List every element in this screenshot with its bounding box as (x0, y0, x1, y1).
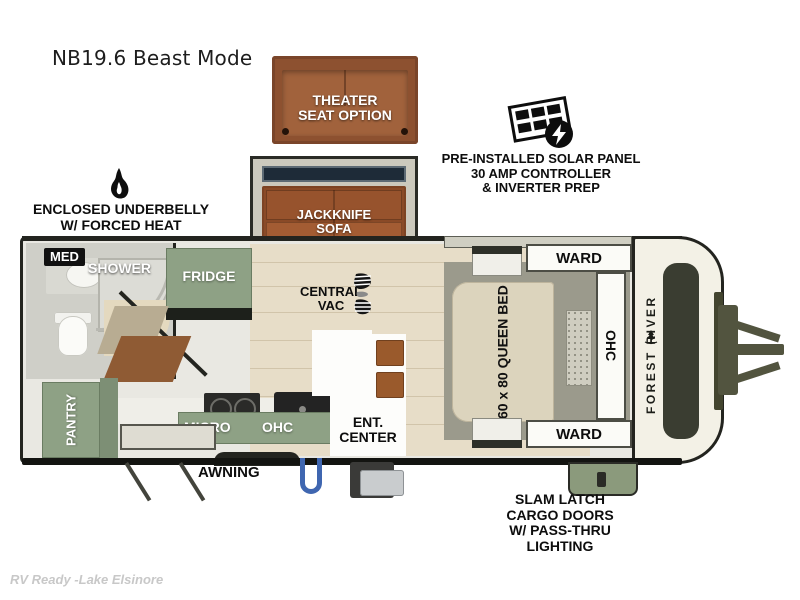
refrigerator (166, 248, 252, 310)
jackknife-sofa-label: JACKKNIFE SOFA (262, 207, 406, 237)
cargo-callout-text: SLAM LATCH CARGO DOORS W/ PASS-THRU LIGH… (470, 491, 650, 555)
cargo-door-latch-icon (597, 472, 606, 487)
awning-arm-left (124, 462, 152, 502)
underbelly-callout-text: ENCLOSED UNDERBELLY W/ FORCED HEAT (22, 201, 220, 233)
theater-label-line2: SEAT OPTION (298, 107, 392, 124)
ent-center-line2: CENTER (339, 428, 397, 445)
dinette-stool-lower (376, 372, 404, 398)
wardrobe-lower: WARD (526, 420, 632, 448)
slideout-window (262, 166, 406, 182)
underbelly-line1: ENCLOSED UNDERBELLY (32, 201, 210, 217)
forest-river-brand-label: FOREST RIVER (644, 295, 658, 415)
nightstand-lower-top (472, 440, 522, 448)
awning-label: AWNING (198, 464, 260, 481)
solar-callout-text: PRE-INSTALLED SOLAR PANEL 30 AMP CONTROL… (436, 151, 646, 196)
cargo-line4: LIGHTING (526, 538, 594, 555)
solar-panel-icon (506, 96, 578, 154)
solar-line1: PRE-INSTALLED SOLAR PANEL (441, 151, 641, 166)
forest-river-emblem-icon (643, 329, 659, 345)
pantry-label: PANTRY (63, 394, 79, 446)
page-title: NB19.6 Beast Mode (52, 46, 253, 70)
propane-tank (360, 470, 404, 496)
theater-seat-foot-left (282, 128, 289, 135)
central-vac-line2: VAC (317, 298, 345, 314)
sofa-backrest (266, 190, 402, 220)
galley-ohc-label: OHC (262, 419, 294, 435)
wardrobe-upper: WARD (526, 244, 632, 272)
cargo-line3: W/ PASS-THRU (509, 522, 611, 539)
boot-print-icon (352, 272, 374, 320)
toilet (58, 316, 88, 356)
pantry-side-panel (100, 378, 118, 458)
shower-label: SHOWER (88, 260, 151, 276)
trailer-top-edge (22, 236, 682, 241)
theater-label-line1: THEATER (312, 92, 378, 108)
queen-bed (452, 282, 554, 422)
fridge-label: FRIDGE (182, 268, 236, 284)
bedroom-ohc-label: OHC (603, 330, 619, 362)
dinette-table (312, 330, 372, 396)
front-cap-window (663, 263, 699, 439)
cargo-line2: CARGO DOORS (506, 506, 614, 523)
theater-seat-divider (344, 70, 346, 106)
flame-icon (106, 168, 132, 204)
bedroom-overhead-cabinet (596, 272, 626, 420)
kitchen-sink-drain (299, 406, 306, 413)
solar-line2: 30 AMP CONTROLLER (470, 165, 612, 181)
nightstand-upper-top (472, 246, 522, 254)
medicine-cabinet-label: MED (44, 248, 85, 266)
ent-center-label: ENT. CENTER (332, 415, 404, 444)
refrigerator-kick-panel (166, 308, 252, 320)
underbelly-line2: W/ FORCED HEAT (60, 216, 182, 233)
ent-center-line1: ENT. (352, 414, 384, 430)
hitch-coupler (736, 344, 784, 355)
queen-bed-label: 60 x 80 QUEEN BED (494, 285, 511, 419)
utility-hose-icon (300, 458, 322, 494)
theater-seat-cushions (282, 70, 408, 136)
sofa-label-line1: JACKKNIFE (296, 207, 372, 222)
cargo-line1: SLAM LATCH (515, 491, 605, 507)
sofa-cushion-divider (333, 190, 335, 260)
dinette-stool-upper (376, 340, 404, 366)
theater-seat-foot-right (401, 128, 408, 135)
pantry-cabinet (42, 382, 100, 458)
dealer-watermark: RV Ready -Lake Elsinore (10, 572, 164, 587)
solar-line3: & INVERTER PREP (482, 180, 600, 196)
entry-step (120, 424, 216, 450)
sofa-label-line2: SOFA (316, 221, 352, 237)
chassis-rail (22, 458, 682, 465)
theater-seat-label: THEATER SEAT OPTION (272, 92, 418, 124)
central-vac-line1: CENTRAL (300, 284, 363, 299)
central-vac-label: CENTRAL VAC (300, 284, 363, 314)
bedroom-vent (566, 310, 592, 386)
